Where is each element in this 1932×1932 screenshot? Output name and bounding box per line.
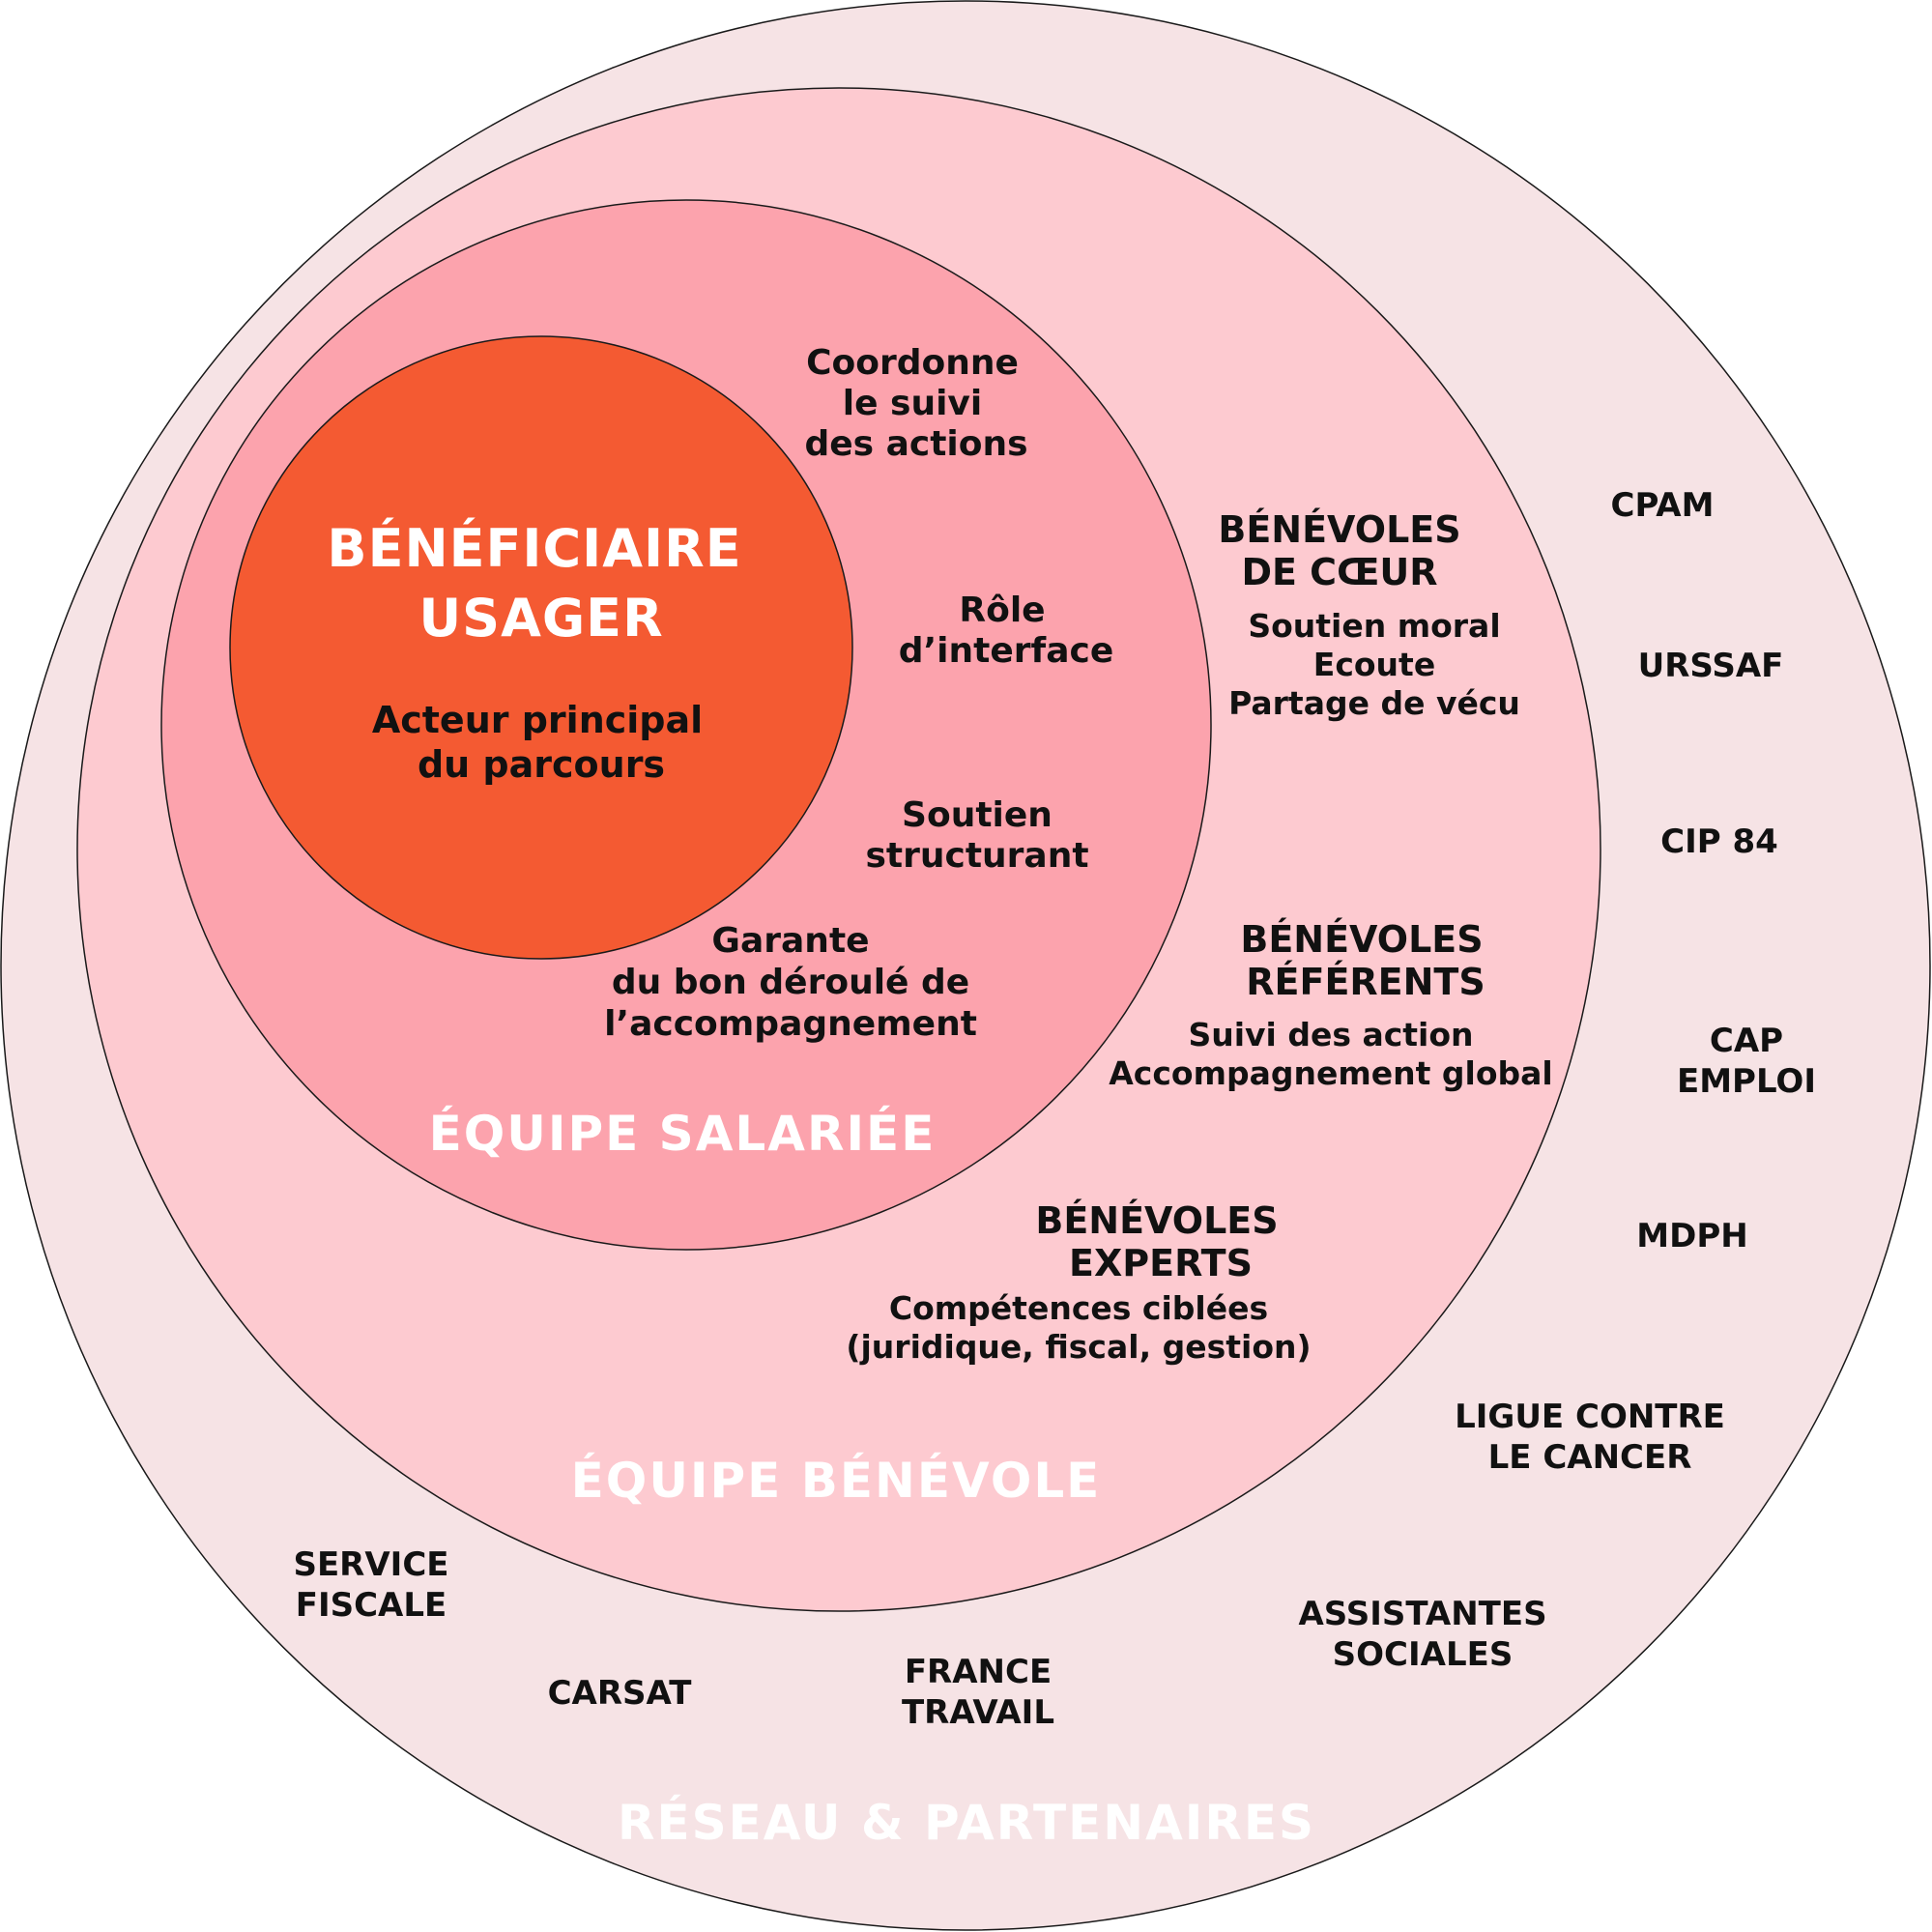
partner-label: CPAM	[1611, 486, 1715, 525]
partner-label: LE CANCER	[1488, 1438, 1692, 1477]
staff-role-line: Rôle	[959, 591, 1045, 630]
partner-cap-emploi: CAP EMPLOI	[1677, 1022, 1816, 1101]
partner-cpam: CPAM	[1611, 486, 1715, 525]
volunteer-group-experts: BÉNÉVOLES EXPERTS Compétences ciblées (j…	[846, 1199, 1311, 1366]
volunteer-group-desc: Soutien moral	[1248, 607, 1500, 645]
volunteer-group-title: EXPERTS	[1069, 1242, 1253, 1284]
network-label: RÉSEAU & PARTENAIRES	[618, 1794, 1315, 1851]
staff-role-guarantor: Garante du bon déroulé de l’accompagneme…	[604, 921, 977, 1044]
partner-label: FISCALE	[296, 1586, 447, 1625]
beneficiary-title-line1: BÉNÉFICIAIRE	[327, 518, 741, 579]
partner-carsat: CARSAT	[548, 1674, 693, 1713]
partner-label: MDPH	[1636, 1217, 1747, 1255]
partner-label: CARSAT	[548, 1674, 693, 1713]
volunteer-group-title: BÉNÉVOLES	[1240, 918, 1483, 961]
staff-role-line: structurant	[865, 836, 1088, 876]
staff-role-line: d’interface	[899, 631, 1114, 671]
partner-france-travail: FRANCE TRAVAIL	[902, 1653, 1054, 1732]
partner-label: SERVICE	[293, 1545, 448, 1584]
staff-role-line: Soutien	[902, 795, 1053, 835]
volunteer-team-label: ÉQUIPE BÉNÉVOLE	[571, 1452, 1102, 1509]
beneficiary-subtitle-line1: Acteur principal	[372, 699, 703, 741]
partner-label: CIP 84	[1660, 822, 1778, 861]
staff-role-line: du bon déroulé de	[612, 963, 969, 1002]
staff-role-line: Coordonne	[806, 343, 1019, 383]
beneficiary-circle	[229, 335, 853, 960]
volunteer-group-desc: Accompagnement global	[1109, 1054, 1552, 1092]
volunteer-group-title: RÉFÉRENTS	[1246, 961, 1485, 1003]
staff-team-label: ÉQUIPE SALARIÉE	[429, 1105, 937, 1162]
partner-label: ASSISTANTES	[1298, 1595, 1546, 1633]
volunteer-group-desc: Partage de vécu	[1228, 684, 1520, 722]
staff-role-support: Soutien structurant	[865, 795, 1088, 876]
staff-role-line: Garante	[711, 921, 869, 961]
volunteer-group-title: BÉNÉVOLES	[1035, 1199, 1278, 1242]
partner-cip84: CIP 84	[1660, 822, 1778, 861]
partner-service-fiscale: SERVICE FISCALE	[293, 1545, 448, 1625]
volunteer-group-desc: (juridique, fiscal, gestion)	[846, 1328, 1311, 1366]
staff-role-line: le suivi	[843, 384, 983, 423]
staff-role-line: des actions	[804, 424, 1027, 464]
staff-role-interface: Rôle d’interface	[899, 591, 1114, 671]
beneficiary-subtitle-line2: du parcours	[418, 743, 665, 786]
partner-assistantes-sociales: ASSISTANTES SOCIALES	[1298, 1595, 1546, 1674]
partner-label: URSSAF	[1638, 647, 1784, 685]
volunteer-group-title: BÉNÉVOLES	[1218, 508, 1460, 551]
volunteer-group-title: DE CŒUR	[1241, 551, 1437, 593]
volunteer-group-desc: Suivi des action	[1188, 1016, 1473, 1053]
beneficiary-title-line2: USAGER	[418, 588, 663, 649]
volunteer-group-desc: Compétences ciblées	[889, 1289, 1268, 1327]
partner-urssaf: URSSAF	[1638, 647, 1784, 685]
partner-mdph: MDPH	[1636, 1217, 1747, 1255]
volunteer-group-referents: BÉNÉVOLES RÉFÉRENTS Suivi des action Acc…	[1109, 918, 1552, 1092]
partner-label: CAP	[1710, 1022, 1783, 1060]
volunteer-group-heart: BÉNÉVOLES DE CŒUR Soutien moral Ecoute P…	[1218, 508, 1520, 722]
partner-label: LIGUE CONTRE	[1455, 1398, 1725, 1436]
partner-ligue-contre-le-cancer: LIGUE CONTRE LE CANCER	[1455, 1398, 1725, 1477]
volunteer-group-desc: Ecoute	[1313, 646, 1435, 683]
staff-role-line: l’accompagnement	[604, 1004, 977, 1044]
partner-label: SOCIALES	[1333, 1635, 1514, 1674]
partner-label: TRAVAIL	[902, 1693, 1054, 1732]
staff-role-coordinate: Coordonne le suivi des actions	[804, 343, 1027, 464]
partner-label: FRANCE	[905, 1653, 1052, 1691]
partner-label: EMPLOI	[1677, 1062, 1816, 1101]
